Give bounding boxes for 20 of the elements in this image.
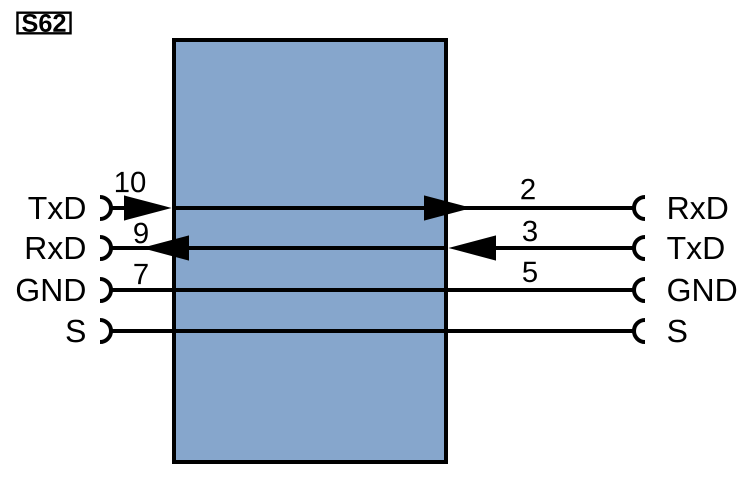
pin-number: 2 — [521, 178, 535, 200]
signal-line — [448, 288, 633, 292]
pin-number: 9 — [134, 222, 148, 244]
signal-name: S — [66, 320, 85, 342]
signal-name: TxD — [28, 196, 85, 219]
pin-number: 7 — [134, 264, 148, 284]
signal-name: RxD — [26, 236, 85, 259]
signal-line — [448, 329, 633, 333]
pin-number: 10 — [116, 172, 146, 192]
signal-name: GND — [668, 278, 736, 302]
signal-line — [112, 288, 172, 292]
signal-name: RxD — [669, 196, 728, 219]
signal-name: GND — [16, 278, 85, 302]
device-box — [172, 38, 448, 464]
pin-number: 5 — [523, 262, 537, 282]
pin-number: 3 — [522, 220, 537, 242]
signal-name: TxD — [667, 236, 724, 259]
title-box: S62 — [16, 12, 72, 34]
signal-name: S — [668, 320, 686, 342]
signal-line — [112, 329, 172, 333]
